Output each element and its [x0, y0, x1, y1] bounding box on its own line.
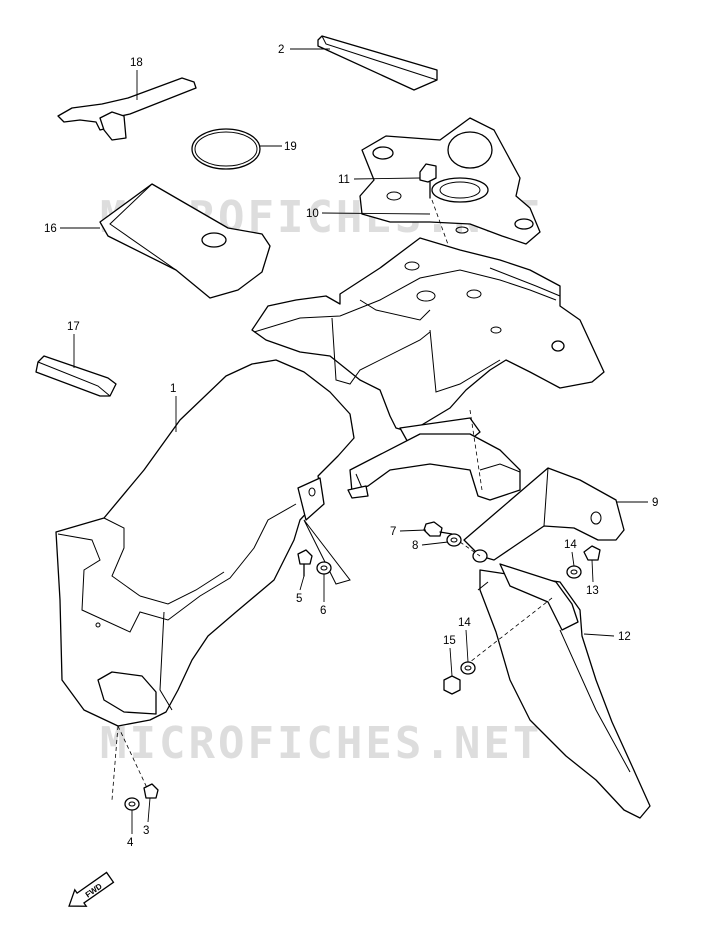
- callout-14-right: 14: [564, 539, 577, 567]
- callout-4-label: 4: [127, 837, 134, 849]
- callout-5: 5: [296, 575, 305, 605]
- part-17-hexkey: [35, 355, 117, 397]
- callout-16-label: 16: [44, 223, 57, 235]
- callout-2-label: 2: [278, 44, 284, 56]
- callout-8: 8: [412, 540, 449, 552]
- fender-guide-line: [111, 725, 119, 801]
- callout-18-label: 18: [130, 57, 143, 69]
- callout-10-label: 10: [306, 208, 319, 220]
- callout-7-label: 7: [390, 526, 396, 538]
- callout-3: 3: [143, 797, 151, 837]
- callout-16: 16: [44, 223, 100, 235]
- callout-4: 4: [127, 810, 134, 849]
- callout-8-label: 8: [412, 540, 418, 552]
- part-3-bolt: [143, 783, 159, 799]
- callout-7: 7: [390, 526, 427, 538]
- callout-18: 18: [130, 57, 143, 100]
- callout-9: 9: [616, 497, 658, 509]
- callout-14a-label: 14: [564, 539, 577, 551]
- part-14-washer-right: [566, 565, 582, 579]
- part-7-bolt: [423, 521, 453, 537]
- part-1-rear-fender: [55, 359, 355, 727]
- callout-2: 2: [278, 44, 330, 56]
- callout-6-label: 6: [320, 605, 326, 617]
- callout-14b-label: 14: [458, 617, 471, 629]
- rear-frame: [251, 237, 605, 501]
- part-11-bolt: [419, 163, 451, 251]
- callout-9-label: 9: [652, 497, 658, 509]
- callout-3-label: 3: [143, 825, 149, 837]
- callout-19: 19: [260, 141, 297, 153]
- part-19-oring: [191, 128, 261, 170]
- callout-15: 15: [443, 635, 456, 677]
- part-14-washer-mid: [460, 661, 476, 675]
- part-10-bracket: [359, 117, 541, 245]
- callout-15-label: 15: [443, 635, 456, 647]
- callout-14-mid: 14: [458, 617, 471, 663]
- watermark-bottom: MICROFICHES.NET: [100, 718, 542, 769]
- callout-13-label: 13: [586, 585, 599, 597]
- callout-12-label: 12: [618, 631, 631, 643]
- part-16-toolbag: [99, 183, 271, 299]
- part-13-bolt: [583, 545, 601, 561]
- callout-1: 1: [170, 383, 177, 432]
- part-2-strip: [317, 35, 438, 91]
- callout-5-label: 5: [296, 593, 302, 605]
- callout-6: 6: [320, 574, 326, 617]
- part-4-washer: [124, 797, 140, 811]
- part-8-washer: [446, 533, 462, 547]
- callout-17-label: 17: [67, 321, 80, 333]
- callout-11-label: 11: [338, 174, 350, 186]
- callout-12: 12: [583, 631, 631, 643]
- part-18-wrench: [57, 77, 197, 141]
- part-12-mudguard: [469, 563, 651, 819]
- part-5-bolt: [297, 549, 313, 577]
- callout-17: 17: [67, 321, 80, 368]
- fastener-guide: [303, 519, 351, 585]
- callout-1-label: 1: [170, 383, 176, 395]
- callout-10: 10: [306, 208, 431, 220]
- part-6-nut: [316, 561, 332, 575]
- fender-guide-line-2: [117, 725, 149, 791]
- forward-arrow-icon: FWD: [68, 871, 115, 907]
- callout-19-label: 19: [284, 141, 297, 153]
- callout-11: 11: [338, 174, 421, 186]
- callout-13: 13: [586, 559, 599, 597]
- part-15-nut: [443, 675, 461, 695]
